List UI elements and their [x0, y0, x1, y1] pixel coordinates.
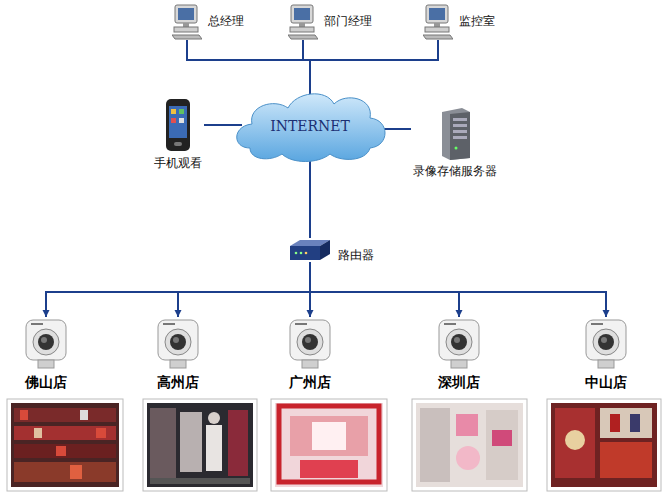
store-photo: [143, 399, 257, 491]
arrow-head: [175, 310, 182, 317]
store-name: 广州店: [289, 374, 331, 391]
arrow-head: [43, 310, 50, 317]
router-node: 路由器: [288, 238, 374, 262]
connector: [204, 125, 242, 126]
arrow-head: [456, 310, 463, 317]
connector: [310, 262, 463, 317]
connector-line: [310, 40, 438, 100]
camera-icon: [155, 318, 201, 370]
connector: [310, 262, 610, 317]
cam-node: 佛山店: [23, 318, 69, 391]
cam-node: 广州店: [287, 318, 333, 391]
router-icon: [288, 238, 332, 262]
pc-node: 总经理: [172, 4, 244, 40]
device-label: 录像存储服务器: [413, 164, 497, 178]
store-name: 中山店: [585, 374, 627, 391]
pc-node: 监控室: [423, 4, 495, 40]
connector-line: [310, 262, 459, 317]
computer-icon: [423, 4, 453, 40]
device-label: INTERNET: [270, 118, 350, 135]
arrow-head: [603, 310, 610, 317]
connector: [175, 262, 311, 317]
store-name: 深圳店: [438, 374, 480, 391]
connector-line: [310, 262, 606, 317]
connector-line: [178, 262, 310, 317]
store-name: 佛山店: [25, 374, 67, 391]
connector: [310, 40, 438, 100]
device-label: 路由器: [338, 248, 374, 262]
cam-node: 高州店: [155, 318, 201, 391]
store-photo: [7, 399, 123, 491]
store-photo: [271, 399, 387, 491]
connector: [187, 40, 310, 100]
connector-line: [303, 40, 310, 100]
computer-icon: [288, 4, 318, 40]
device-label: 监控室: [459, 14, 495, 28]
connector: [310, 152, 311, 238]
cloud-node: INTERNET: [230, 88, 390, 164]
connector-line: [309, 152, 311, 238]
arrow-head: [307, 310, 314, 317]
store-photo: [412, 399, 527, 491]
computer-icon: [172, 4, 202, 40]
device-label: 手机观看: [154, 156, 202, 170]
store-name: 高州店: [157, 374, 199, 391]
camera-icon: [436, 318, 482, 370]
connector: [43, 262, 311, 317]
connector-line: [187, 40, 310, 100]
camera-icon: [287, 318, 333, 370]
device-label: 部门经理: [324, 14, 372, 28]
connector-line: [204, 124, 242, 126]
connector: [303, 40, 310, 100]
cam-node: 深圳店: [436, 318, 482, 391]
phone-icon: [164, 98, 192, 152]
pc-node: 部门经理: [288, 4, 372, 40]
cam-node: 中山店: [583, 318, 629, 391]
store-photo: [547, 399, 661, 491]
camera-icon: [23, 318, 69, 370]
phone-node: 手机观看: [154, 98, 202, 170]
server-icon: [438, 106, 472, 160]
connector-line: [46, 262, 310, 317]
server-node: 录像存储服务器: [413, 106, 497, 178]
device-label: 总经理: [208, 14, 244, 28]
camera-icon: [583, 318, 629, 370]
